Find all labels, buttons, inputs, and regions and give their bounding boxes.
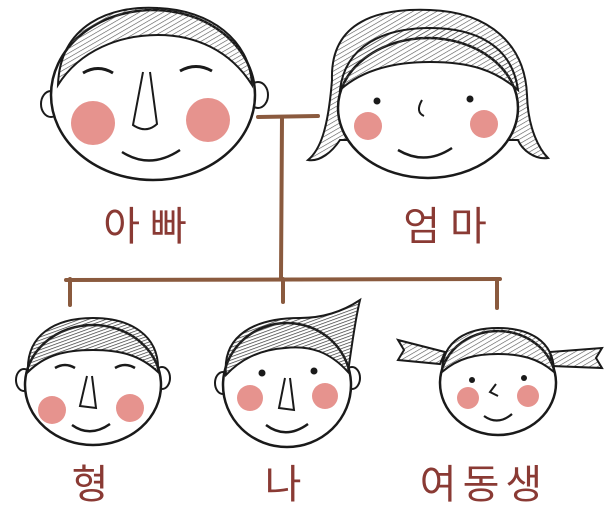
father-label: 아빠 — [103, 204, 197, 250]
older-brother-face — [15, 316, 171, 447]
younger-sister-nose — [488, 383, 499, 397]
father-right-eyebrow — [179, 65, 213, 73]
mother-right-cheek — [470, 110, 498, 138]
mother-right-eye — [466, 95, 474, 103]
older-brother-left-eyebrow — [54, 363, 76, 370]
younger-sister-left-eye — [469, 377, 475, 383]
older-brother-hair — [26, 316, 160, 375]
older-brother-right-eyebrow — [114, 363, 136, 370]
me-mouth — [265, 422, 309, 434]
older-brother-nose — [78, 375, 98, 410]
mother-bangs — [338, 26, 520, 93]
me-label: 나 — [264, 462, 312, 508]
younger-sister-mouth — [483, 413, 513, 422]
mother-face — [305, 8, 551, 180]
father-left-cheek — [71, 101, 115, 145]
tree-lines — [64, 114, 502, 310]
me-left-cheek — [237, 385, 263, 411]
mother-mouth — [397, 146, 453, 159]
parent-connector — [256, 114, 320, 119]
mother-nose — [418, 99, 425, 117]
older-brother-right-cheek — [116, 394, 144, 422]
older-brother-mouth — [71, 422, 111, 433]
older-brother-label: 형 — [71, 462, 119, 508]
me-left-eye — [258, 369, 266, 377]
mother-label: 엄마 — [403, 204, 497, 250]
me-face — [214, 297, 362, 449]
younger-sister-right-pigtail — [548, 346, 604, 370]
father-nose — [131, 71, 159, 131]
father-mouth — [121, 148, 181, 162]
father-right-cheek — [186, 98, 230, 142]
younger-sister-left-cheek — [457, 387, 479, 409]
me-right-cheek — [312, 383, 338, 409]
father-face — [40, 6, 269, 182]
younger-sister-label: 여동생 — [419, 462, 549, 508]
younger-sister-face — [395, 326, 604, 437]
younger-sister-left-pigtail — [395, 338, 447, 366]
me-right-eye — [310, 367, 318, 375]
younger-sister-hair — [440, 326, 556, 375]
older-brother-left-cheek — [38, 396, 66, 424]
father-left-eyebrow — [82, 67, 114, 75]
me-nose — [277, 377, 296, 412]
father-hair — [56, 6, 254, 89]
me-hair — [224, 297, 362, 378]
mother-left-cheek — [354, 112, 382, 140]
trunk-line — [279, 115, 284, 280]
mother-left-eye — [373, 97, 381, 105]
younger-sister-right-eye — [521, 375, 527, 381]
younger-sister-right-cheek — [517, 385, 539, 407]
